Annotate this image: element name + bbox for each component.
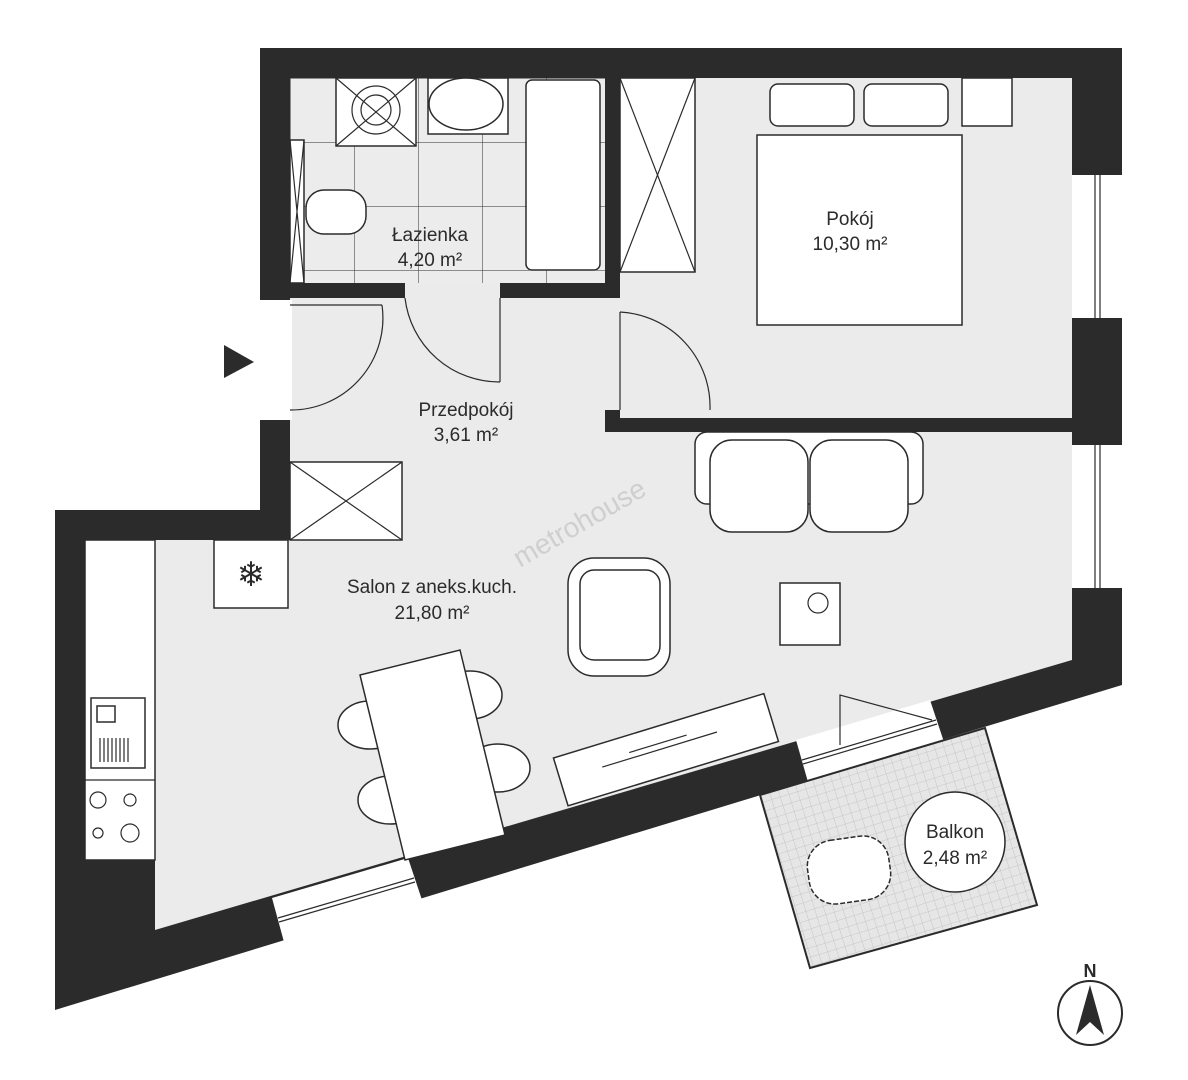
balcony [758, 726, 1039, 970]
entrance-opening[interactable] [258, 300, 292, 420]
bed [756, 77, 1013, 326]
room-area-bathroom: 4,20 m² [398, 250, 462, 271]
compass-north-icon: N [1057, 961, 1123, 1046]
bathroom-fixtures [289, 77, 696, 284]
living-furniture [337, 431, 924, 861]
right-windows [1072, 175, 1122, 588]
snowflake-icon: ❄ [237, 556, 266, 594]
room-area-living: 21,80 m² [395, 603, 470, 624]
room-name-bathroom: Łazienka [392, 225, 468, 246]
entrance-door[interactable] [289, 304, 384, 411]
room-area-bedroom: 10,30 m² [813, 234, 888, 255]
room-name-hallway: Przedpokój [418, 400, 513, 421]
kitchen: ❄ [84, 539, 289, 861]
room-name-balcony: Balkon [926, 822, 984, 843]
room-area-hallway: 3,61 m² [434, 425, 498, 446]
bedroom-door[interactable] [619, 311, 711, 411]
room-name-bedroom: Pokój [826, 209, 874, 230]
room-area-balcony: 2,48 m² [923, 848, 987, 869]
room-name-living: Salon z aneks.kuch. [347, 577, 517, 598]
south-windows [272, 694, 944, 942]
interior-walls [260, 78, 1072, 432]
bathroom-door[interactable] [404, 297, 501, 383]
entrance-arrow-icon [224, 345, 254, 378]
compass-label: N [1084, 961, 1097, 981]
